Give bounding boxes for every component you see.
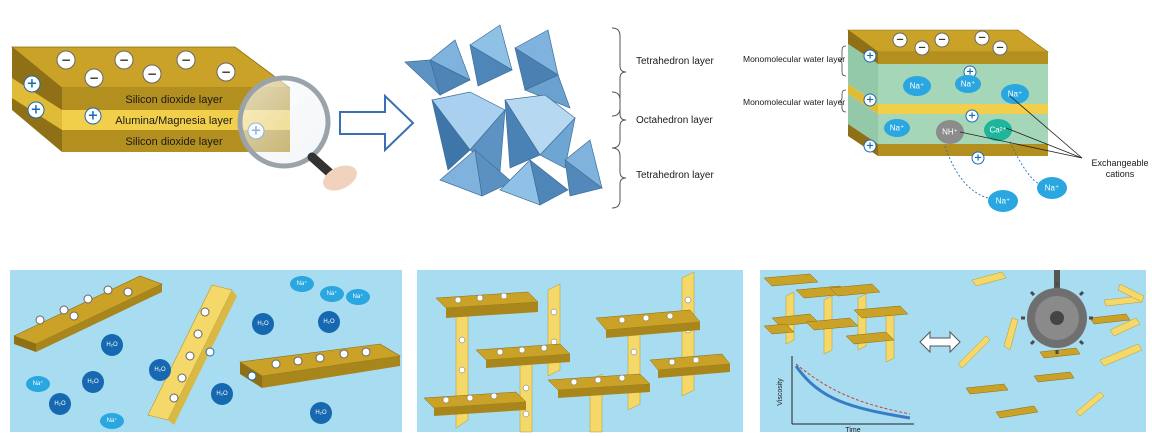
svg-text:Na⁺: Na⁺: [890, 124, 904, 133]
svg-text:−: −: [221, 65, 231, 79]
sodium-ions: Na⁺ Na⁺ Na⁺ Na⁺ Na⁺: [26, 276, 370, 429]
cation-na-2: Na⁺: [955, 75, 981, 93]
label-water-layer-1: Monomolecular water layer: [743, 54, 845, 64]
svg-text:Na⁺: Na⁺: [1008, 90, 1022, 99]
svg-text:Na⁺: Na⁺: [327, 290, 338, 297]
svg-text:+: +: [27, 77, 38, 92]
label-exchangeable-1: Exchangeable: [1091, 158, 1148, 168]
label-water-layer-2: Monomolecular water layer: [743, 97, 845, 107]
panel-shear: Viscosity Time: [760, 270, 1146, 434]
svg-text:Na⁺: Na⁺: [107, 417, 118, 424]
mixer-impeller-icon: [1021, 270, 1093, 354]
viscosity-plot: Viscosity Time: [777, 356, 914, 434]
svg-text:H₂O: H₂O: [315, 410, 327, 416]
water-molecules: H₂O H₂O H₂O H₂O H₂O H₂O H₂O H₂O: [49, 311, 340, 424]
svg-text:−: −: [996, 43, 1004, 54]
svg-text:H₂O: H₂O: [216, 391, 228, 397]
layer-label-silicon-1: Silicon dioxide layer: [125, 94, 223, 106]
cation-ca: Ca²⁺: [984, 119, 1012, 141]
transition-arrow-icon: [339, 93, 415, 153]
svg-text:+: +: [88, 109, 99, 124]
svg-text:Ca²⁺: Ca²⁺: [989, 126, 1006, 135]
svg-text:−: −: [147, 67, 157, 81]
alumina-layer: [62, 110, 290, 130]
cation-na-free-1: Na⁺: [988, 190, 1018, 212]
silicon-layer-top: [62, 88, 290, 110]
label-octahedron: Octahedron layer: [636, 115, 713, 126]
panel-clay-layers: Silicon dioxide layer Alumina/Magnesia l…: [10, 46, 357, 191]
cation-nh: NH⁺: [936, 120, 964, 144]
svg-text:H₂O: H₂O: [323, 319, 335, 325]
svg-text:−: −: [89, 71, 99, 85]
svg-text:−: −: [61, 53, 71, 67]
label-tetrahedron-top: Tetrahedron layer: [636, 56, 714, 67]
svg-text:Na⁺: Na⁺: [1045, 184, 1059, 193]
svg-text:H₂O: H₂O: [154, 367, 166, 373]
svg-text:+: +: [968, 111, 976, 122]
svg-text:+: +: [866, 95, 874, 106]
svg-text:−: −: [938, 35, 946, 46]
y-axis-label: Viscosity: [777, 378, 784, 406]
svg-text:+: +: [866, 141, 874, 152]
svg-text:−: −: [181, 53, 191, 67]
negative-charges: − − − − − −: [56, 50, 236, 88]
cation-na-1: Na⁺: [903, 76, 931, 96]
svg-text:+: +: [866, 51, 874, 62]
layer-label-alumina: Alumina/Magnesia layer: [115, 115, 233, 127]
layer-label-silicon-2: Silicon dioxide layer: [125, 136, 223, 148]
svg-text:Na⁺: Na⁺: [353, 293, 364, 300]
svg-text:Na⁺: Na⁺: [961, 80, 975, 89]
svg-text:H₂O: H₂O: [106, 342, 118, 348]
label-tetrahedron-bottom: Tetrahedron layer: [636, 170, 714, 181]
silicon-layer-bottom: [62, 130, 290, 152]
svg-text:−: −: [896, 35, 904, 46]
panel-crystal-structure: Tetrahedron layer Octahedron layer Tetra…: [404, 24, 714, 209]
svg-text:−: −: [978, 33, 986, 44]
cation-na-free-2: Na⁺: [1037, 177, 1067, 199]
svg-text:Na⁺: Na⁺: [910, 82, 924, 91]
x-axis-label: Time: [845, 427, 860, 434]
reversible-arrow-icon: [919, 330, 961, 354]
panel-dispersed: H₂O H₂O H₂O H₂O H₂O H₂O H₂O H₂O Na⁺ Na⁺ …: [10, 270, 402, 432]
cation-na-3: Na⁺: [1001, 84, 1029, 104]
svg-text:Na⁺: Na⁺: [297, 280, 308, 287]
magnifying-glass-icon: [237, 75, 357, 191]
svg-text:−: −: [918, 43, 926, 54]
svg-text:+: +: [31, 103, 42, 118]
svg-text:−: −: [119, 53, 129, 67]
svg-text:H₂O: H₂O: [54, 401, 66, 407]
label-exchangeable-2: cations: [1106, 169, 1135, 179]
svg-text:Na⁺: Na⁺: [33, 380, 44, 387]
svg-text:H₂O: H₂O: [257, 321, 269, 327]
svg-text:+: +: [966, 67, 974, 78]
panel-interlayer: − − − − − + + + + + + Na⁺ Na⁺ Na⁺ Na⁺ NH…: [743, 29, 1149, 212]
svg-text:NH⁺: NH⁺: [942, 128, 958, 137]
svg-text:H₂O: H₂O: [87, 379, 99, 385]
svg-text:Na⁺: Na⁺: [996, 197, 1010, 206]
panel-network: [417, 270, 743, 433]
svg-text:+: +: [974, 153, 982, 164]
cation-na-4: Na⁺: [884, 119, 910, 137]
